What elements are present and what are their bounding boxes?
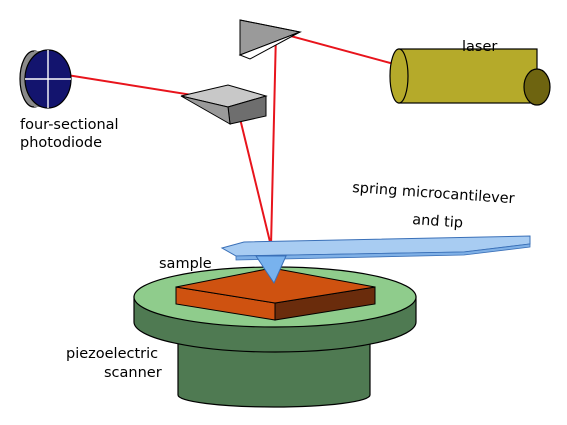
laser-label: laser — [462, 39, 497, 55]
scanner-label-line2: scanner — [104, 365, 162, 381]
photodiode-label-line2: photodiode — [20, 135, 102, 151]
cantilever-label-line1: spring microcantilever — [352, 180, 515, 207]
piezoelectric-scanner — [177, 334, 371, 408]
cantilever — [220, 235, 531, 285]
cantilever-label-line2: and tip — [412, 212, 464, 232]
laser-source — [389, 48, 551, 106]
photodiode — [19, 49, 72, 109]
sample-block — [175, 267, 376, 321]
sample-label: sample — [159, 256, 212, 272]
scanner-label-line1: piezoelectric — [66, 346, 158, 362]
deflection-mirror — [180, 84, 268, 125]
photodiode-label-line1: four-sectional — [20, 117, 119, 133]
cantilever-tip — [255, 255, 287, 285]
top-mirror — [238, 19, 302, 60]
